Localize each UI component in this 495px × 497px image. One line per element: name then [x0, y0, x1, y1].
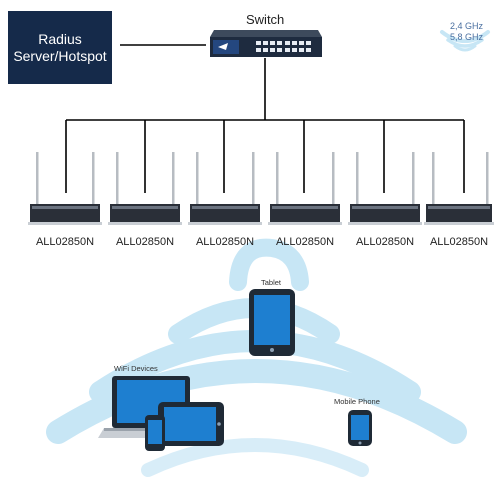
access-point-label-1: ALL02850N: [35, 236, 95, 248]
access-point-label-5: ALL02850N: [355, 236, 415, 248]
antenna-icon: [196, 152, 199, 204]
antenna-icon: [252, 152, 255, 204]
network-links: [65, 44, 465, 193]
access-point-1: [28, 152, 102, 225]
switch-label: Switch: [246, 12, 285, 27]
wifi-icon: [440, 30, 490, 52]
antenna-icon: [432, 152, 435, 204]
access-point-2: [108, 152, 182, 225]
antenna-icon: [486, 152, 489, 204]
access-point-label-3: ALL02850N: [195, 236, 255, 248]
frequency-24ghz: 2,4 GHz: [450, 21, 484, 31]
antenna-icon: [356, 152, 359, 204]
radius-server-box: Radius Server/Hotspot: [8, 11, 112, 84]
access-point-6: [424, 152, 494, 225]
landscape-tablet-icon: [158, 402, 224, 446]
server-label-line1: Radius: [38, 30, 82, 47]
access-point-4: [268, 152, 342, 225]
antenna-icon: [116, 152, 119, 204]
mobile-phone-label: Mobile Phone: [334, 397, 380, 406]
wifi-arc-outer: [46, 359, 467, 444]
small-phone-icon: [145, 415, 165, 451]
access-point-label-2: ALL02850N: [115, 236, 175, 248]
tablet-label: Tablet: [261, 278, 282, 287]
antenna-icon: [172, 152, 175, 204]
frequency-58ghz: 5,8 GHz: [450, 32, 484, 42]
antenna-icon: [332, 152, 335, 204]
antenna-icon: [412, 152, 415, 204]
wifi-devices-label: WiFi Devices: [114, 364, 158, 373]
frequency-label: 2,4 GHz 5,8 GHz: [450, 21, 483, 43]
access-point-3: [188, 152, 262, 225]
access-point-5: [348, 152, 422, 225]
tablet-icon: [249, 289, 295, 356]
antenna-icon: [36, 152, 39, 204]
access-point-label-4: ALL02850N: [275, 236, 335, 248]
antenna-icon: [276, 152, 279, 204]
server-label-line2: Server/Hotspot: [13, 47, 107, 64]
access-point-label-6: ALL02850N: [429, 236, 489, 248]
wifi-arc-top: [229, 238, 309, 291]
switch-device: [210, 30, 322, 57]
antenna-icon: [92, 152, 95, 204]
wifi-arc-bottom: [141, 438, 369, 477]
mobile-phone-icon: [348, 410, 372, 446]
